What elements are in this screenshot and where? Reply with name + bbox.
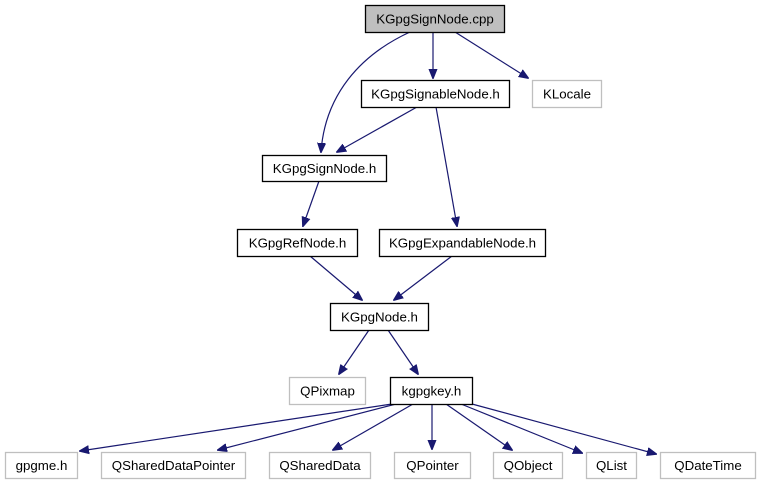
node-label: KGpgRefNode.h (249, 236, 347, 251)
edge-kgpgkey-to-qdatetime (471, 403, 656, 454)
node-gpgme: gpgme.h (4, 451, 79, 480)
node-label: QObject (504, 458, 553, 473)
edge-kgpgkey-to-qshareddatapointer (218, 403, 397, 450)
node-box (100, 451, 247, 480)
node-box (659, 451, 757, 480)
node-label: QList (596, 458, 627, 473)
node-box (236, 228, 359, 258)
node-qshareddatapointer: QSharedDataPointer (100, 451, 247, 480)
node-label: QSharedDataPointer (112, 458, 236, 473)
node-label: QPointer (406, 458, 459, 473)
edge-kgpgkey-to-qshareddata (333, 403, 414, 450)
node-box (288, 376, 367, 406)
node-box (585, 451, 638, 480)
node-box (261, 154, 388, 183)
node-label: QDateTime (674, 458, 741, 473)
node-qobject: QObject (492, 451, 564, 480)
node-box (360, 79, 511, 109)
node-box (389, 376, 474, 406)
edge-kgpgkey-to-gpgme (80, 403, 393, 451)
edge-node-to-kgpgkey (387, 329, 418, 374)
node-box (364, 4, 506, 34)
edge-signnode-to-refnode (303, 180, 320, 226)
node-expandable[interactable]: KGpgExpandableNode.h (378, 228, 547, 258)
edge-expandable-to-node (394, 255, 453, 300)
node-qpointer: QPointer (393, 451, 472, 480)
node-kgpgkey[interactable]: kgpgkey.h (389, 376, 474, 406)
edge-signable-to-signnode (337, 106, 418, 152)
node-qpixmap: QPixmap (288, 376, 367, 406)
edge-refnode-to-node (309, 255, 362, 300)
node-label: gpgme.h (16, 458, 68, 473)
node-qlist: QList (585, 451, 638, 480)
edge-kgpgkey-to-qlist (460, 403, 582, 453)
edge-kgpgkey-to-qobject (445, 403, 512, 450)
node-label: kgpgkey.h (402, 384, 462, 399)
edge-node-to-qpixmap (339, 329, 370, 374)
node-label: KLocale (543, 87, 591, 102)
edges-layer (80, 31, 656, 454)
node-refnode[interactable]: KGpgRefNode.h (236, 228, 359, 258)
node-label: KGpgSignNode.h (273, 161, 377, 176)
node-box (378, 228, 547, 258)
edge-root-to-signnode (321, 31, 411, 152)
node-label: QSharedData (279, 458, 361, 473)
node-qshareddata: QSharedData (268, 451, 372, 480)
node-qdatetime: QDateTime (659, 451, 757, 480)
node-box (329, 302, 430, 332)
node-signnode[interactable]: KGpgSignNode.h (261, 154, 388, 183)
node-node[interactable]: KGpgNode.h (329, 302, 430, 332)
node-signable[interactable]: KGpgSignableNode.h (360, 79, 511, 109)
node-box (492, 451, 564, 480)
edge-root-to-klocale (454, 31, 528, 78)
node-label: KGpgSignableNode.h (371, 87, 500, 102)
node-box (531, 79, 603, 109)
node-box (268, 451, 372, 480)
edge-signable-to-expandable (435, 106, 457, 226)
node-box (393, 451, 472, 480)
node-box (4, 451, 79, 480)
node-label: QPixmap (300, 384, 355, 399)
node-root[interactable]: KGpgSignNode.cpp (364, 4, 506, 34)
node-label: KGpgSignNode.cpp (376, 12, 494, 27)
node-klocale: KLocale (531, 79, 603, 109)
node-label: KGpgExpandableNode.h (389, 236, 536, 251)
node-label: KGpgNode.h (341, 310, 418, 325)
